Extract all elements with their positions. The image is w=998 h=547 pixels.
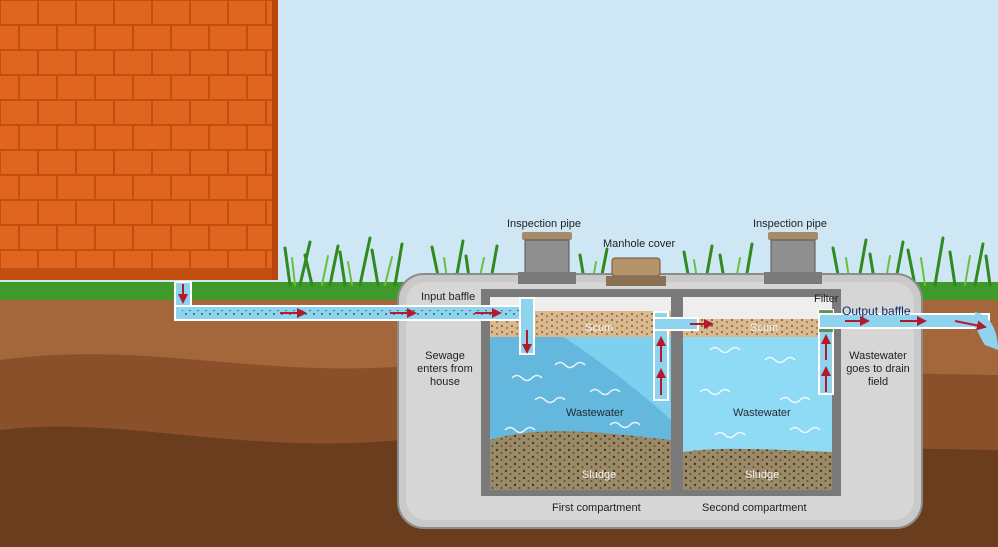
manhole-cover-label: Manhole cover xyxy=(603,238,676,250)
output-baffle-label: Output baffle xyxy=(842,304,911,318)
filter-label: Filter xyxy=(814,293,839,305)
sludge-right-label: Sludge xyxy=(745,469,780,481)
wastewater-goes-label: Wastewater goes to drain field xyxy=(846,350,910,388)
wastewater-left-label: Wastewater xyxy=(566,407,624,419)
inspection-pipe-left-label: Inspection pipe xyxy=(507,218,581,230)
sludge-left-label: Sludge xyxy=(582,469,617,481)
sewage-enters-label: Sewage enters from house xyxy=(417,350,473,388)
scum-right-label: Scum xyxy=(750,322,779,334)
inspection-pipe-right-label: Inspection pipe xyxy=(753,218,827,230)
wastewater-right-label: Wastewater xyxy=(733,407,791,419)
first-compartment-label: First compartment xyxy=(552,502,641,514)
scum-left-label: Scum xyxy=(585,322,614,334)
second-compartment-label: Second compartment xyxy=(702,502,807,514)
input-baffle-label: Input baffle xyxy=(421,291,476,303)
